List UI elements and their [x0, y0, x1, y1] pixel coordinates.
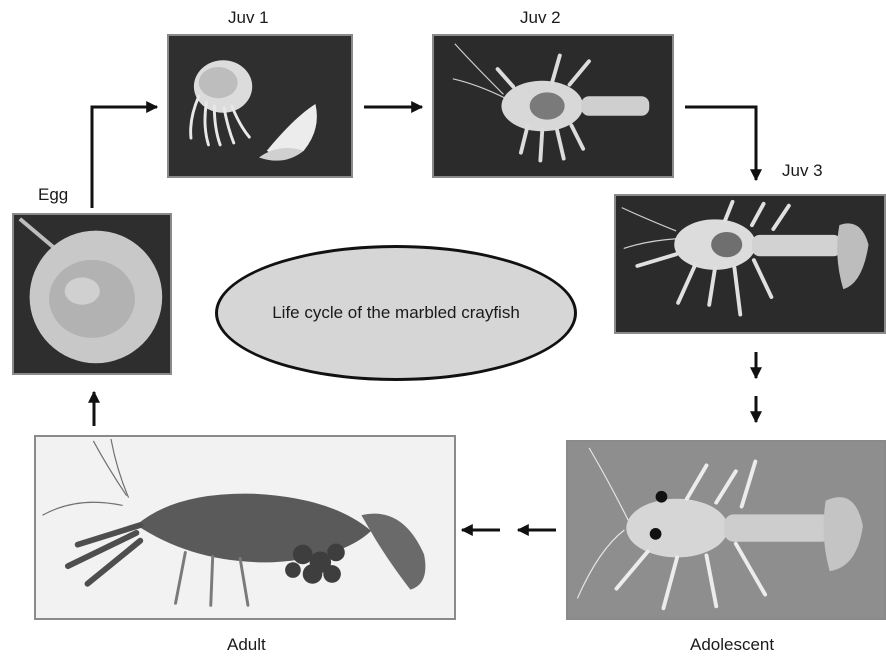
arrow-juv2-to-juv3: [685, 107, 756, 180]
arrow-egg-to-juv1: [92, 107, 157, 208]
